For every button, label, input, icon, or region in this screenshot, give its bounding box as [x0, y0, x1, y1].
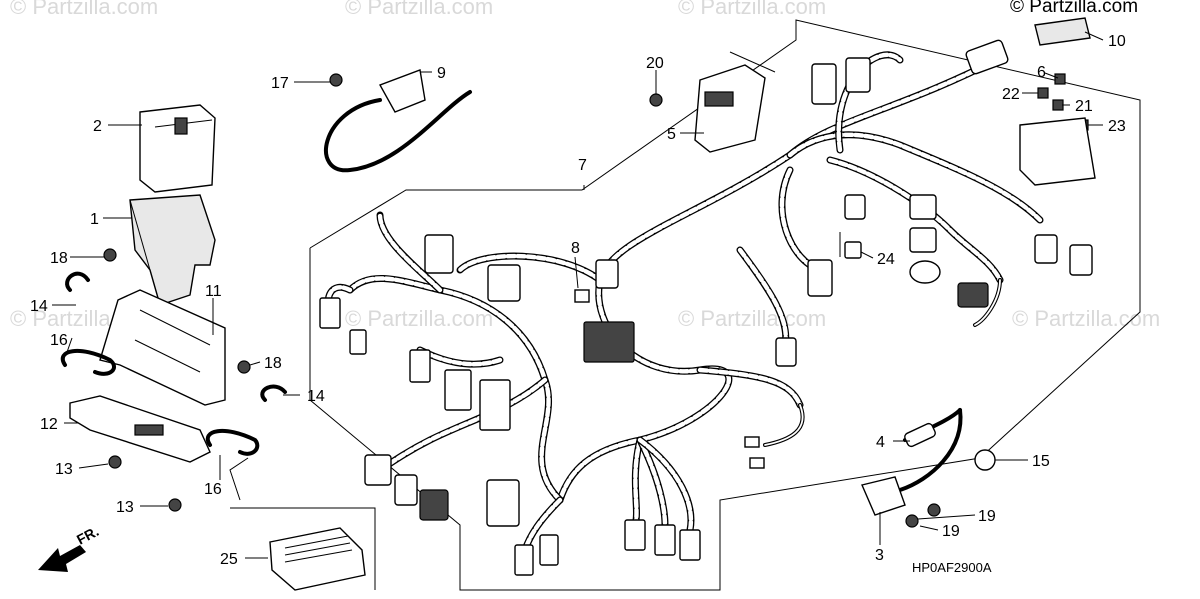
- callout-1: 1: [90, 211, 99, 228]
- callout-13: 13: [116, 499, 134, 516]
- watermark: © Partzilla.com: [345, 306, 493, 331]
- part-25-ecu: [269, 527, 366, 591]
- fuse-parts: [1019, 17, 1096, 186]
- drawing-code: HP0AF2900A: [912, 560, 992, 575]
- watermark: © Partzilla.com: [345, 0, 493, 19]
- harness-connectors: [319, 39, 1093, 576]
- callout-8: 8: [571, 240, 580, 257]
- callout-19: 19: [978, 508, 996, 525]
- watermark: © Partzilla.com: [1012, 306, 1160, 331]
- clips: [60, 271, 287, 456]
- callout-18: 18: [50, 250, 68, 267]
- callout-2: 2: [93, 118, 102, 135]
- callout-23: 23: [1108, 118, 1126, 135]
- callout-5: 5: [667, 126, 676, 143]
- callout-20: 20: [646, 55, 664, 72]
- part-2-relay: [139, 104, 216, 193]
- watermark: © Partzilla.com: [678, 0, 826, 19]
- callout-17: 17: [271, 75, 289, 92]
- callout-19: 19: [942, 523, 960, 540]
- front-direction-indicator: FR.: [38, 523, 101, 572]
- part-12-plate: [69, 395, 211, 463]
- callout-24: 24: [877, 251, 895, 268]
- part-9-sensor: [324, 69, 472, 173]
- callout-4: 4: [876, 434, 885, 451]
- callout-13: 13: [55, 461, 73, 478]
- callout-10: 10: [1108, 33, 1126, 50]
- callout-7: 7: [578, 157, 587, 174]
- callout-6: 6: [1037, 64, 1046, 81]
- watermarks: © Partzilla.com © Partzilla.com © Partzi…: [10, 0, 1160, 331]
- callout-12: 12: [40, 416, 58, 433]
- group-outlines: [230, 19, 1141, 591]
- bolts: [103, 73, 941, 528]
- callout-16: 16: [204, 481, 222, 498]
- part-1-cover: [129, 194, 216, 306]
- callout-9: 9: [437, 65, 446, 82]
- part-11-bracket: [99, 289, 226, 406]
- watermark: © Partzilla.com: [10, 0, 158, 19]
- callout-3: 3: [875, 547, 884, 564]
- callout-11: 11: [205, 283, 222, 300]
- coil-parts: [861, 408, 996, 516]
- callout-14: 14: [30, 298, 48, 315]
- callout-25: 25: [220, 551, 238, 568]
- leader-lines: [52, 31, 1104, 559]
- part-5-module: [694, 64, 766, 153]
- callout-22: 22: [1002, 86, 1020, 103]
- callout-18: 18: [264, 355, 282, 372]
- copyright-notice: © Partzilla.com: [1010, 0, 1138, 17]
- small-connectors: [844, 241, 862, 259]
- front-label: FR.: [74, 523, 101, 548]
- watermark: © Partzilla.com: [678, 306, 826, 331]
- callout-16: 16: [50, 332, 68, 349]
- callout-labels: 2 1 18 14 16 11 18 14 12 13 13 16 17 9 7…: [30, 33, 1126, 568]
- main-wire-harness: [324, 51, 1044, 554]
- callout-15: 15: [1032, 453, 1050, 470]
- callout-14: 14: [307, 388, 325, 405]
- front-arrow-icon: [38, 545, 86, 572]
- callout-21: 21: [1075, 98, 1093, 115]
